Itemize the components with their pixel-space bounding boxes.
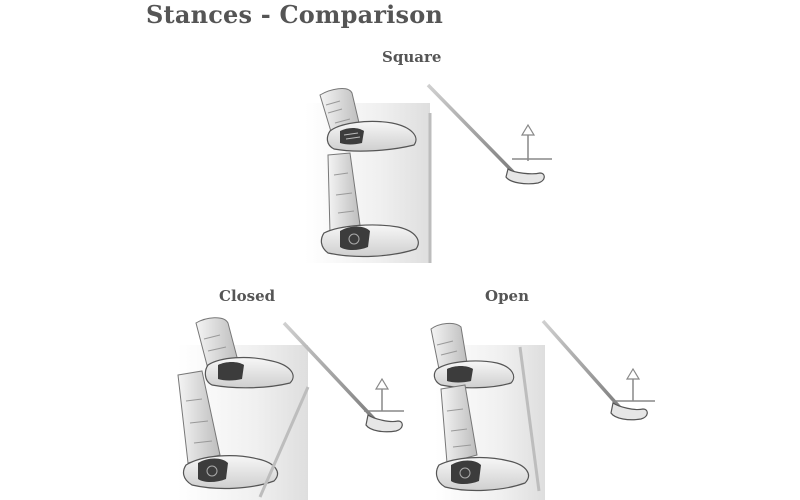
back-foot bbox=[320, 152, 419, 258]
back-foot bbox=[177, 370, 279, 490]
golf-club bbox=[541, 319, 648, 421]
diagram-title: Stances - Comparison bbox=[146, 0, 444, 29]
golf-club bbox=[426, 83, 545, 185]
direction-arrow-icon bbox=[512, 123, 552, 161]
back-foot bbox=[435, 384, 530, 492]
target-line bbox=[258, 386, 310, 498]
open-stance-figure bbox=[430, 319, 655, 500]
label-square: Square bbox=[382, 48, 442, 66]
label-closed: Closed bbox=[219, 287, 276, 305]
direction-arrow-icon bbox=[364, 377, 404, 412]
golf-club bbox=[282, 321, 403, 433]
closed-stance-figure bbox=[177, 317, 404, 500]
square-stance-figure bbox=[305, 83, 552, 263]
front-foot bbox=[319, 88, 417, 152]
direction-arrow-icon bbox=[615, 367, 655, 402]
front-foot bbox=[195, 317, 294, 389]
label-open: Open bbox=[485, 287, 530, 305]
target-line bbox=[518, 346, 541, 492]
front-foot bbox=[430, 322, 515, 389]
